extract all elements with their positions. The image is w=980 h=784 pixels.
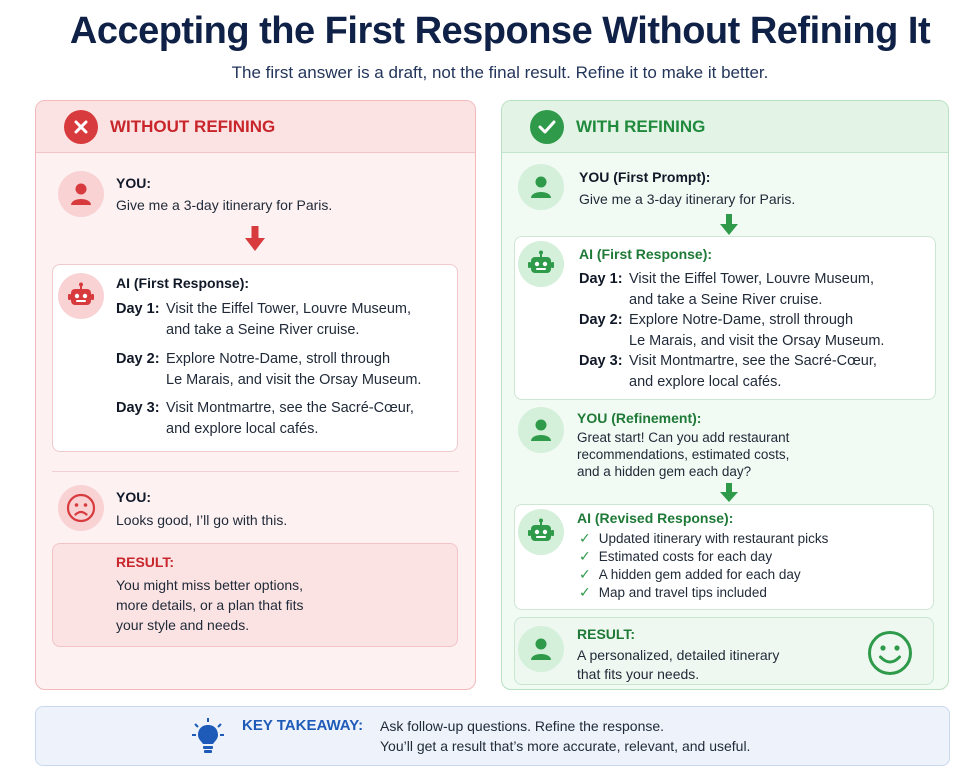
sad-face-icon — [58, 485, 104, 531]
day-label: Day 1: — [116, 301, 160, 317]
key-takeaway-label: KEY TAKEAWAY: — [242, 717, 364, 734]
without-refining-title: WITHOUT REFINING — [110, 116, 276, 136]
you-reply-label: YOU: — [116, 489, 151, 505]
down-arrow-icon — [719, 482, 739, 509]
day-text: and take a Seine River cruise. — [166, 322, 360, 338]
check-mark-icon: ✓ — [579, 530, 591, 546]
day-text: Visit Montmartre, see the Sacré-Cœur, — [166, 400, 414, 416]
day-text: and take a Seine River cruise. — [629, 292, 823, 308]
smiley-icon — [867, 630, 913, 681]
refinement-line: recommendations, estimated costs, — [577, 447, 790, 462]
day-label: Day 3: — [579, 353, 623, 369]
day-1-item: Day 1: Visit the Eiffel Tower, Louvre Mu… — [579, 269, 874, 308]
key-takeaway-box: KEY TAKEAWAY: Ask follow-up questions. R… — [35, 706, 950, 766]
result-card: RESULT: You might miss better options, m… — [52, 543, 458, 647]
day-text: and explore local cafés. — [166, 421, 319, 437]
day-text: Le Marais, and visit the Orsay Museum. — [166, 372, 422, 388]
you-first-prompt-label: YOU (First Prompt): — [579, 169, 711, 185]
key-takeaway-line: Ask follow-up questions. Refine the resp… — [380, 718, 665, 734]
refinement-line: and a hidden gem each day? — [577, 464, 752, 479]
day-1-item: Day 1: Visit the Eiffel Tower, Louvre Mu… — [116, 299, 411, 338]
you-label: YOU: — [116, 175, 151, 191]
user-avatar-icon — [58, 171, 104, 217]
result-line: that fits your needs. — [577, 666, 700, 682]
check-mark-icon: ✓ — [579, 566, 591, 582]
you-prompt-text: Give me a 3-day itinerary for Paris. — [116, 197, 333, 213]
day-2-item: Day 2: Explore Notre-Dame, stroll throug… — [579, 310, 884, 349]
check-mark-icon: ✓ — [579, 584, 591, 600]
without-refining-header: WITHOUT REFINING — [36, 101, 475, 153]
day-text: and explore local cafés. — [629, 374, 782, 390]
ai-first-response-label: AI (First Response): — [579, 246, 713, 262]
result-label: RESULT: — [116, 554, 175, 570]
revised-item: ✓Estimated costs for each day — [579, 548, 773, 564]
you-refinement-label: YOU (Refinement): — [577, 410, 702, 426]
page-title: Accepting the First Response Without Ref… — [69, 10, 931, 52]
ai-first-response-label: AI (First Response): — [116, 275, 250, 291]
ai-first-response-card — [52, 264, 458, 452]
day-label: Day 2: — [579, 312, 623, 328]
robot-icon — [518, 241, 564, 287]
day-3-item: Day 3: Visit Montmartre, see the Sacré-C… — [116, 398, 414, 437]
day-2-item: Day 2: Explore Notre-Dame, stroll throug… — [116, 349, 421, 388]
divider — [52, 471, 459, 472]
day-text: Visit the Eiffel Tower, Louvre Museum, — [166, 301, 412, 317]
day-3-item: Day 3: Visit Montmartre, see the Sacré-C… — [579, 351, 877, 390]
day-label: Day 3: — [116, 400, 160, 416]
result-line: more details, or a plan that fits — [116, 597, 304, 613]
result-label: RESULT: — [577, 626, 636, 642]
result-line: your style and needs. — [116, 617, 250, 633]
with-refining-header: WITH REFINING — [502, 101, 948, 153]
check-icon — [530, 109, 564, 144]
day-text: Explore Notre-Dame, stroll through — [166, 351, 391, 367]
user-avatar-icon — [518, 626, 564, 672]
revised-item: ✓Map and travel tips included — [579, 584, 767, 600]
user-avatar-icon — [518, 407, 564, 453]
robot-icon — [518, 509, 564, 555]
without-refining-panel: WITHOUT REFINING YOU: Give me a 3-day it… — [35, 100, 476, 690]
ai-first-response-card — [514, 236, 936, 400]
robot-icon — [58, 273, 104, 319]
check-mark-icon: ✓ — [579, 548, 591, 564]
revised-item: ✓Updated itinerary with restaurant picks — [579, 530, 829, 546]
result-card: RESULT: A personalized, detailed itinera… — [514, 617, 934, 685]
result-line: You might miss better options, — [116, 577, 304, 593]
user-avatar-icon — [518, 164, 564, 210]
you-first-prompt-text: Give me a 3-day itinerary for Paris. — [579, 191, 796, 207]
result-line: A personalized, detailed itinerary — [577, 647, 780, 663]
day-text: Visit Montmartre, see the Sacré-Cœur, — [629, 353, 877, 369]
with-refining-panel: WITH REFINING YOU (First Prompt): Give m… — [501, 100, 949, 690]
lightbulb-icon — [192, 718, 224, 761]
key-takeaway-line: You’ll get a result that’s more accurate… — [380, 738, 751, 754]
with-refining-title: WITH REFINING — [576, 116, 706, 136]
page-subtitle: The first answer is a draft, not the fin… — [231, 63, 769, 82]
refinement-line: Great start! Can you add restaurant — [577, 430, 790, 445]
day-text: Explore Notre-Dame, stroll through — [629, 312, 854, 328]
day-text: Le Marais, and visit the Orsay Museum. — [629, 333, 885, 349]
down-arrow-icon — [719, 213, 739, 242]
x-icon — [64, 109, 98, 144]
down-arrow-icon — [244, 225, 266, 258]
revised-item: ✓A hidden gem added for each day — [579, 566, 801, 582]
you-reply-text: Looks good, I’ll go with this. — [116, 512, 288, 528]
ai-revised-response-card — [514, 504, 934, 610]
day-label: Day 1: — [579, 271, 623, 287]
day-label: Day 2: — [116, 351, 160, 367]
day-text: Visit the Eiffel Tower, Louvre Museum, — [629, 271, 875, 287]
ai-revised-response-label: AI (Revised Response): — [577, 510, 734, 526]
